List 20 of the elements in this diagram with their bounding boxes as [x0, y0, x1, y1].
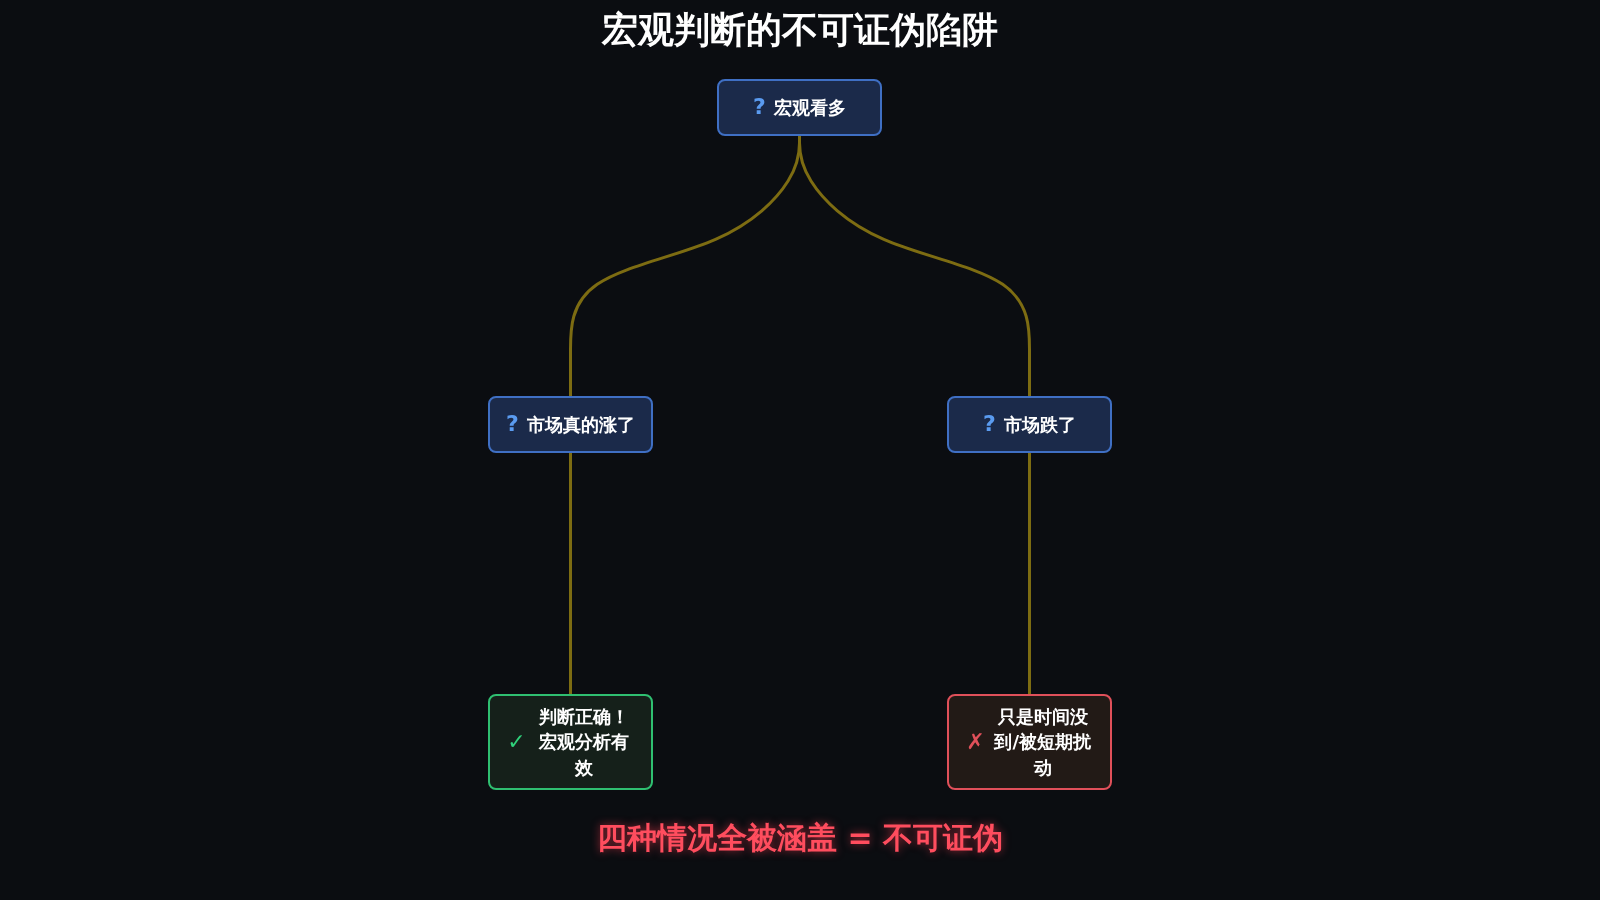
node-text: 只是时间没到/被短期扰动	[993, 705, 1092, 780]
connector-line	[569, 453, 572, 694]
question-box	[947, 396, 1112, 453]
status-mark: ✗	[966, 727, 985, 756]
question-box	[717, 79, 882, 136]
diagram-title: 宏观判断的不可证伪陷阱	[600, 8, 999, 52]
outcome-box	[947, 694, 1112, 790]
status-mark: ?	[753, 93, 766, 122]
outcome-box	[488, 694, 653, 790]
connector-line	[1028, 453, 1031, 694]
node-text: 市场真的涨了	[526, 412, 635, 437]
node-text: 宏观看多	[773, 95, 846, 120]
status-mark: ?	[983, 410, 996, 439]
node-text: 判断正确！宏观分析有效	[537, 705, 630, 780]
conclusion-text: 四种情况全被涵盖 = 不可证伪	[596, 819, 1004, 857]
status-mark: ?	[506, 410, 519, 439]
node-text: 市场跌了	[1003, 412, 1076, 437]
status-mark: ✓	[507, 727, 526, 756]
connector-line	[798, 136, 1031, 396]
question-box	[488, 396, 653, 453]
